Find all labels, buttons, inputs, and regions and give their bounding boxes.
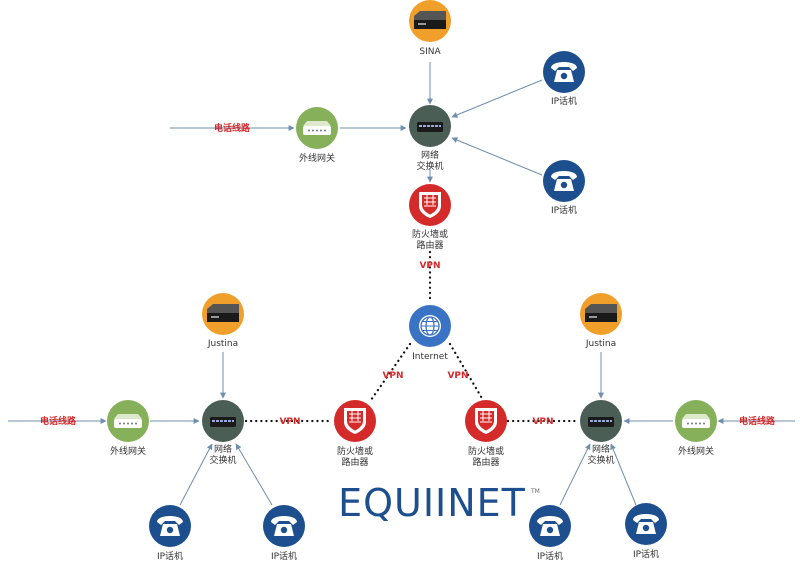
logo-tm: TM xyxy=(530,488,540,495)
justina-label-right: Justina xyxy=(585,339,616,349)
ip-phone-label: IP话机 xyxy=(551,95,577,107)
switch-top-node xyxy=(409,105,451,147)
ip-phone-bottom-right-node xyxy=(543,160,585,202)
switch-right-label-line1: 网络 xyxy=(592,443,610,455)
gateway-left-node xyxy=(107,400,149,442)
link-phone-br-switch xyxy=(451,137,543,176)
phone-line-label-left: 电话线路 xyxy=(40,415,77,427)
sina-label: SINA xyxy=(419,47,441,57)
router-label-line2: 路由器 xyxy=(416,239,443,251)
gateway-label: 外线网关 xyxy=(299,152,335,164)
ip-phone-bottom-right-1-node xyxy=(529,505,571,547)
link-phone-bl2-switch xyxy=(235,443,273,506)
pbx-justina-right-node xyxy=(580,293,622,335)
equiinet-logo: EQUIINET TM xyxy=(338,481,540,525)
router-right-label-line1: 防火墙或 xyxy=(468,445,504,457)
router-left-label-line1: 防火墙或 xyxy=(337,445,373,457)
link-phone-tr-switch xyxy=(451,79,543,118)
phone-line-label-right: 电话线路 xyxy=(739,415,776,427)
logo-text: EQUIINET xyxy=(338,481,526,525)
router-left-node xyxy=(334,400,376,442)
gateway-right-node xyxy=(675,400,717,442)
vpn-label-right-diag: VPN xyxy=(447,371,468,381)
ip-phone-bottom-right-2-node xyxy=(625,503,667,545)
vpn-label-left-diag: VPN xyxy=(382,371,403,381)
switch-left-label-line2: 交换机 xyxy=(209,454,236,466)
connections xyxy=(8,62,795,506)
switch-label-line1: 网络 xyxy=(421,149,439,161)
phone-line-label: 电话线路 xyxy=(214,122,251,134)
router-right-label-line2: 路由器 xyxy=(472,456,499,468)
ip-phone-label: IP话机 xyxy=(157,550,183,562)
ip-phone-top-right-node xyxy=(543,51,585,93)
router-right-node xyxy=(465,400,507,442)
router-left-label-line2: 路由器 xyxy=(341,456,368,468)
switch-left-node xyxy=(202,400,244,442)
vpn-label-left: VPN xyxy=(279,417,300,427)
vpn-label-top: VPN xyxy=(419,261,440,271)
ip-phone-bottom-left-1-node xyxy=(149,505,191,547)
ip-phone-label: IP话机 xyxy=(537,550,563,562)
link-phone-br2-switch xyxy=(610,443,637,506)
ip-phone-label: IP话机 xyxy=(551,204,577,216)
gateway-top-node xyxy=(296,107,338,149)
router-label-line1: 防火墙或 xyxy=(412,228,448,240)
vpn-label-right: VPN xyxy=(532,417,553,427)
gateway-label-left: 外线网关 xyxy=(110,445,146,457)
internet-node xyxy=(409,305,451,347)
switch-left-label-line1: 网络 xyxy=(214,443,232,455)
ip-phone-bottom-left-2-node xyxy=(263,505,305,547)
justina-label-left: Justina xyxy=(207,339,238,349)
ip-phone-label: IP话机 xyxy=(633,548,659,560)
switch-right-node xyxy=(580,400,622,442)
pbx-justina-left-node xyxy=(202,293,244,335)
switch-right-label-line2: 交换机 xyxy=(587,454,614,466)
vpn-right-diag-link xyxy=(448,342,485,402)
pbx-sina-node xyxy=(409,0,451,42)
vpn-left-diag-link xyxy=(369,342,412,402)
link-phone-br1-switch xyxy=(559,443,591,506)
ip-phone-label: IP话机 xyxy=(271,550,297,562)
switch-label-line2: 交换机 xyxy=(416,160,443,172)
internet-label: Internet xyxy=(412,352,448,362)
link-phone-bl1-switch xyxy=(179,443,213,506)
gateway-label-right: 外线网关 xyxy=(678,445,714,457)
vpn-links xyxy=(244,250,580,423)
router-top-node xyxy=(409,184,451,226)
